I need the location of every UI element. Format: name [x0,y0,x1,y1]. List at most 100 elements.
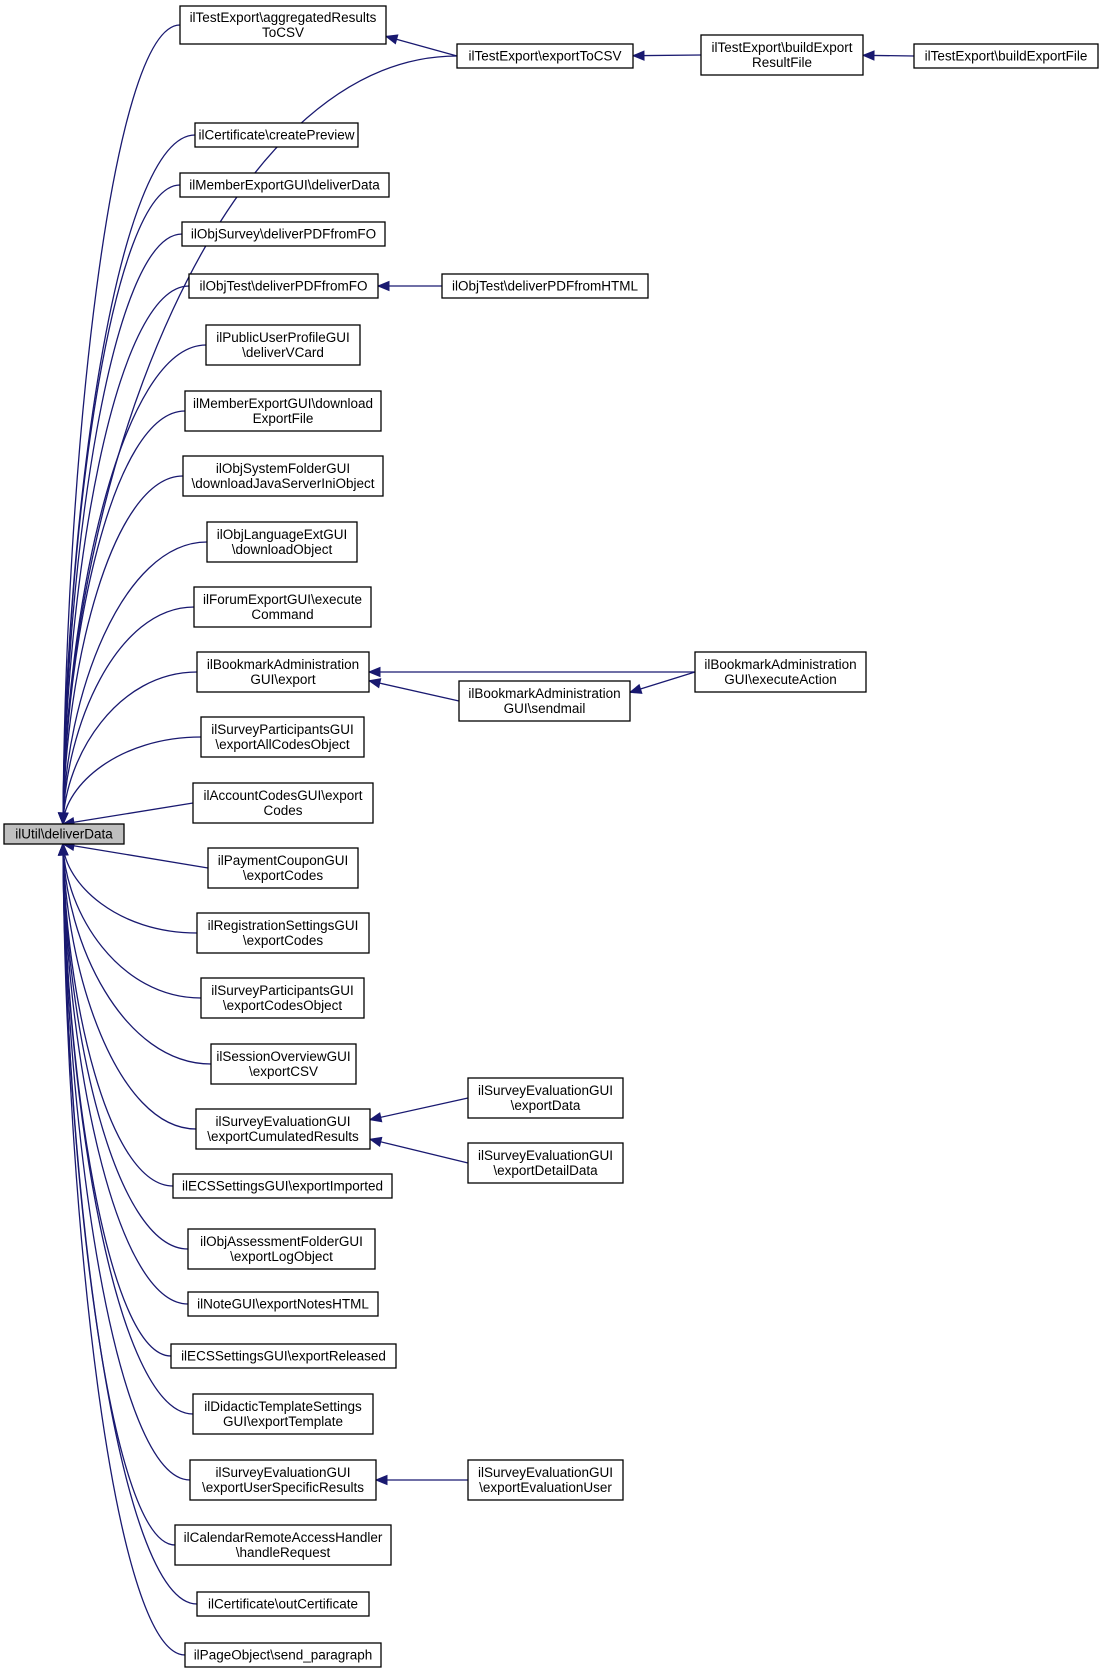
edge-arrowhead [384,34,399,45]
node-label: ilTestExport\buildExportFile [925,49,1088,64]
edge-build-export-file-to-build-export-result-file [861,50,915,61]
node-label: ilSurveyEvaluationGUI [478,1083,613,1098]
node-payment-coupon[interactable]: ilPaymentCouponGUI\exportCodes [207,847,359,889]
node-label: ilAccountCodesGUI\export [203,788,362,803]
edge-line [62,285,190,825]
node-label: ilMemberExportGUI\deliverData [189,178,380,193]
node-label: \downloadJavaServerIniObject [191,476,374,491]
node-export-to-c-s-v[interactable]: ilTestExport\exportToCSV [456,43,634,69]
edge-arrowhead [368,1136,383,1148]
node-box [181,221,386,247]
node-ecs-imported[interactable]: ilECSSettingsGUI\exportImported [172,1173,393,1199]
node-vcard[interactable]: ilPublicUserProfileGUI\deliverVCard [205,324,361,366]
node-label: ilSurveyParticipantsGUI [211,722,354,737]
node-box [458,680,631,722]
node-notes-html[interactable]: ilNoteGUI\exportNotesHTML [187,1291,379,1317]
edge-line [62,410,186,825]
node-survey-pdf[interactable]: ilObjSurvey\deliverPDFfromFO [181,221,386,247]
node-out-certificate[interactable]: ilCertificate\outCertificate [196,1591,370,1617]
edge-send-paragraph-to-root [57,842,186,1656]
node-survey-codes[interactable]: ilSurveyParticipantsGUI\exportCodesObjec… [200,977,365,1019]
node-label: ilSurveyEvaluationGUI [478,1465,613,1480]
edge-line [62,843,186,1656]
node-box [196,912,370,954]
edge-line [62,843,194,1415]
node-calendar-remote[interactable]: ilCalendarRemoteAccessHandler\handleRequ… [174,1524,392,1566]
node-didactic[interactable]: ilDidacticTemplateSettingsGUI\exportTemp… [192,1393,374,1435]
node-label: ilPageObject\send_paragraph [194,1648,373,1663]
node-bookmark-execute[interactable]: ilBookmarkAdministrationGUI\executeActio… [694,651,867,693]
node-session-csv[interactable]: ilSessionOverviewGUI\exportCSV [210,1043,357,1085]
node-survey-user-specific[interactable]: ilSurveyEvaluationGUI\exportUserSpecific… [189,1459,377,1501]
node-label: ilDidacticTemplateSettings [204,1399,362,1414]
edge-bookmark-export-to-root [58,671,198,826]
node-label: \exportCodesObject [223,998,343,1013]
node-label: ilSurveyEvaluationGUI [478,1148,613,1163]
node-label: \downloadObject [232,542,333,557]
node-label: ilUtil\deliverData [15,827,113,842]
node-survey-all-codes[interactable]: ilSurveyParticipantsGUI\exportAllCodesOb… [200,716,365,758]
edge-survey-eval-user-to-survey-user-specific [374,1474,468,1486]
node-label: GUI\export [250,672,316,687]
edge-session-csv-to-root [57,842,212,1065]
edge-line [62,475,184,825]
node-box [179,172,390,198]
node-build-export-file[interactable]: ilTestExport\buildExportFile [913,43,1099,69]
node-box [694,651,867,693]
node-label: ilTestExport\exportToCSV [468,49,621,64]
node-assessment-log[interactable]: ilObjAssessmentFolderGUI\exportLogObject [187,1228,376,1270]
edge-survey-cumulated-to-root [57,842,197,1130]
node-lang-ext[interactable]: ilObjLanguageExtGUI\downloadObject [206,521,358,563]
node-label: ilObjTest\deliverPDFfromHTML [452,279,639,294]
node-box [441,273,649,299]
node-account-codes[interactable]: ilAccountCodesGUI\exportCodes [192,782,374,824]
node-label: \exportCodes [243,933,324,948]
node-ecs-released[interactable]: ilECSSettingsGUI\exportReleased [170,1343,397,1369]
node-survey-cumulated[interactable]: ilSurveyEvaluationGUI\exportCumulatedRes… [195,1108,371,1150]
edge-member-deliver-data-to-root [57,184,181,826]
node-send-paragraph[interactable]: ilPageObject\send_paragraph [184,1642,382,1668]
node-label: ilObjTest\deliverPDFfromFO [199,279,367,294]
node-test-pdf[interactable]: ilObjTest\deliverPDFfromFO [188,273,379,299]
node-survey-eval-user[interactable]: ilSurveyEvaluationGUI\exportEvaluationUs… [467,1459,624,1501]
node-box [200,977,365,1019]
node-label: ilObjSurvey\deliverPDFfromFO [191,227,376,242]
node-root[interactable]: ilUtil\deliverData [3,823,125,845]
node-box [187,1291,379,1317]
edge-out-certificate-to-root [57,842,198,1605]
node-test-pdf-html[interactable]: ilObjTest\deliverPDFfromHTML [441,273,649,299]
node-box [182,455,384,497]
node-label: ToCSV [262,25,304,40]
node-registration[interactable]: ilRegistrationSettingsGUI\exportCodes [196,912,370,954]
node-label: ilSurveyEvaluationGUI [215,1114,350,1129]
node-box [189,1459,377,1501]
edge-line [62,843,209,869]
node-label: \exportAllCodesObject [215,737,350,752]
node-label: \exportUserSpecificResults [202,1480,364,1495]
edge-line [62,843,191,1481]
node-java-server[interactable]: ilObjSystemFolderGUI\downloadJavaServerI… [182,455,384,497]
node-box [467,1077,624,1119]
node-box [467,1142,624,1184]
edge-line [62,671,198,825]
node-label: \exportLogObject [230,1249,333,1264]
node-survey-export-data[interactable]: ilSurveyEvaluationGUI\exportData [467,1077,624,1119]
node-member-deliver-data[interactable]: ilMemberExportGUI\deliverData [179,172,390,198]
node-label: ilObjSystemFolderGUI [216,461,350,476]
node-create-preview[interactable]: ilCertificate\createPreview [194,122,359,148]
node-survey-detail[interactable]: ilSurveyEvaluationGUI\exportDetailData [467,1142,624,1184]
node-label: ilForumExportGUI\execute [203,592,362,607]
edge-arrowhead [376,280,390,292]
node-box [192,782,374,824]
edge-line [62,134,196,825]
edge-create-preview-to-root [57,134,196,826]
node-box [210,1043,357,1085]
node-label: GUI\executeAction [724,672,837,687]
